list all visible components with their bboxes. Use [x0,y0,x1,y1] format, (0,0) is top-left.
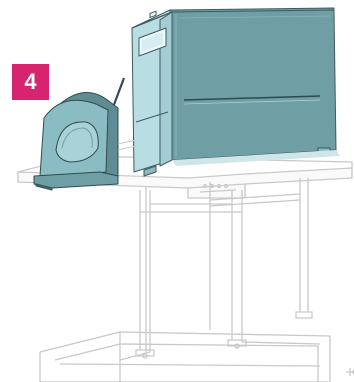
stand-icon [18,156,354,382]
label-rewinder-icon [34,78,136,190]
label-printer-icon [132,8,340,176]
step-number-badge: 4 [12,64,49,100]
